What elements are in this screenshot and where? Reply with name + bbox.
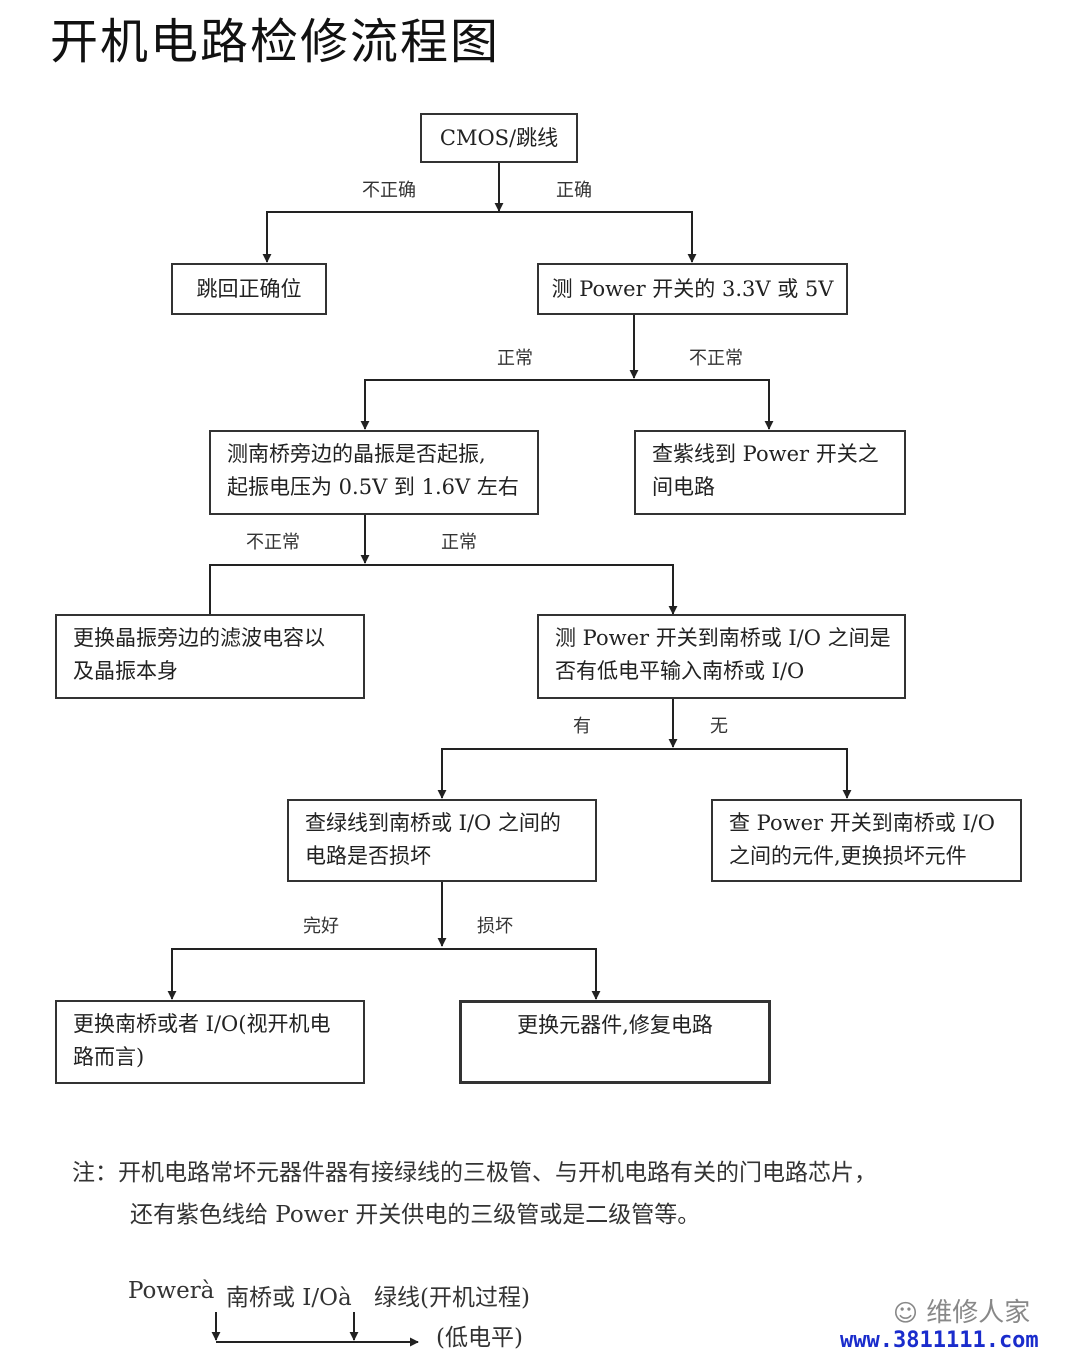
node-check-green: 查绿线到南桥或 I/O 之间的 电路是否损坏 xyxy=(287,799,597,882)
node-check-components-line2: 之间的元件,更换损坏元件 xyxy=(729,844,967,868)
bottom-low-level: (低电平) xyxy=(436,1325,523,1351)
connector-split-2 xyxy=(364,379,770,428)
edge-label-correct: 正确 xyxy=(556,180,592,201)
node-replace-crystal-line1: 更换晶振旁边的滤波电容以 xyxy=(73,626,325,650)
page-title: 开机电路检修流程图 xyxy=(50,14,501,70)
edge-label-incorrect: 不正确 xyxy=(362,180,416,201)
footnote-line1: 注：开机电路常坏元器件器有接绿线的三极管、与开机电路有关的门电路芯片， xyxy=(72,1160,877,1186)
bottom-green-line: 绿线(开机过程) xyxy=(374,1285,530,1311)
edge-label-damaged: 损坏 xyxy=(477,916,513,937)
node-test-low-level-line2: 否有低电平输入南桥或 I/O xyxy=(555,659,805,683)
node-jump-back-label: 跳回正确位 xyxy=(196,277,302,301)
watermark-logo-text: 维修人家 xyxy=(926,1298,1031,1328)
node-check-green-line2: 电路是否损坏 xyxy=(305,844,431,868)
edge-label-no: 无 xyxy=(710,716,728,737)
node-check-purple: 查紫线到 Power 开关之 间电路 xyxy=(634,430,906,515)
edge-label-normal-1: 正常 xyxy=(497,348,533,369)
edge-label-abnormal-2: 不正常 xyxy=(246,532,300,553)
wechat-icon: ☺ xyxy=(893,1299,919,1327)
bottom-southbridge: 南桥或 I/Oà xyxy=(226,1285,352,1311)
node-test-low-level: 测 Power 开关到南桥或 I/O 之间是 否有低电平输入南桥或 I/O xyxy=(537,614,906,699)
connector-split-1 xyxy=(266,211,693,261)
watermark-logo: ☺ 维修人家 xyxy=(893,1292,1030,1329)
bottom-power: Powerà xyxy=(128,1278,215,1304)
footnote: 注：开机电路常坏元器件器有接绿线的三极管、与开机电路有关的门电路芯片， 还有紫色… xyxy=(72,1152,1032,1236)
node-test-power-label: 测 Power 开关的 3.3V 或 5V xyxy=(551,277,834,301)
node-test-low-level-line1: 测 Power 开关到南桥或 I/O 之间是 xyxy=(555,626,891,650)
node-replace-southbridge: 更换南桥或者 I/O(视开机电 路而言) xyxy=(55,1000,365,1084)
node-test-crystal-line1: 测南桥旁边的晶振是否起振, xyxy=(227,442,486,466)
node-test-crystal: 测南桥旁边的晶振是否起振, 起振电压为 0.5V 到 1.6V 左右 xyxy=(209,430,539,515)
watermark-url: www.3811111.com xyxy=(840,1328,1039,1353)
node-check-purple-line2: 间电路 xyxy=(652,475,715,499)
edge-label-intact: 完好 xyxy=(303,916,339,937)
node-cmos: CMOS/跳线 xyxy=(420,113,578,163)
connector-split-3 xyxy=(209,564,674,614)
node-replace-parts-label: 更换元器件,修复电路 xyxy=(517,1013,713,1037)
node-check-purple-line1: 查紫线到 Power 开关之 xyxy=(652,442,879,466)
node-cmos-label: CMOS/跳线 xyxy=(439,126,559,150)
node-check-components-line1: 查 Power 开关到南桥或 I/O xyxy=(729,811,995,835)
edge-label-normal-2: 正常 xyxy=(441,532,477,553)
node-test-power: 测 Power 开关的 3.3V 或 5V xyxy=(537,263,848,315)
node-replace-southbridge-line2: 路而言) xyxy=(73,1045,145,1069)
node-replace-crystal: 更换晶振旁边的滤波电容以 及晶振本身 xyxy=(55,614,365,699)
node-check-components: 查 Power 开关到南桥或 I/O 之间的元件,更换损坏元件 xyxy=(711,799,1022,882)
node-test-crystal-line2: 起振电压为 0.5V 到 1.6V 左右 xyxy=(227,475,519,499)
node-replace-parts: 更换元器件,修复电路 xyxy=(459,1000,771,1084)
edge-label-abnormal-1: 不正常 xyxy=(689,348,743,369)
footnote-line2: 还有紫色线给 Power 开关供电的三级管或是二级管等。 xyxy=(130,1202,701,1228)
node-check-green-line1: 查绿线到南桥或 I/O 之间的 xyxy=(305,811,561,835)
edge-label-yes: 有 xyxy=(573,716,591,737)
node-replace-crystal-line2: 及晶振本身 xyxy=(73,659,178,683)
connector-split-5 xyxy=(171,948,597,998)
connector-split-4 xyxy=(441,748,848,797)
node-replace-southbridge-line1: 更换南桥或者 I/O(视开机电 xyxy=(73,1012,331,1036)
node-jump-back: 跳回正确位 xyxy=(171,263,327,315)
